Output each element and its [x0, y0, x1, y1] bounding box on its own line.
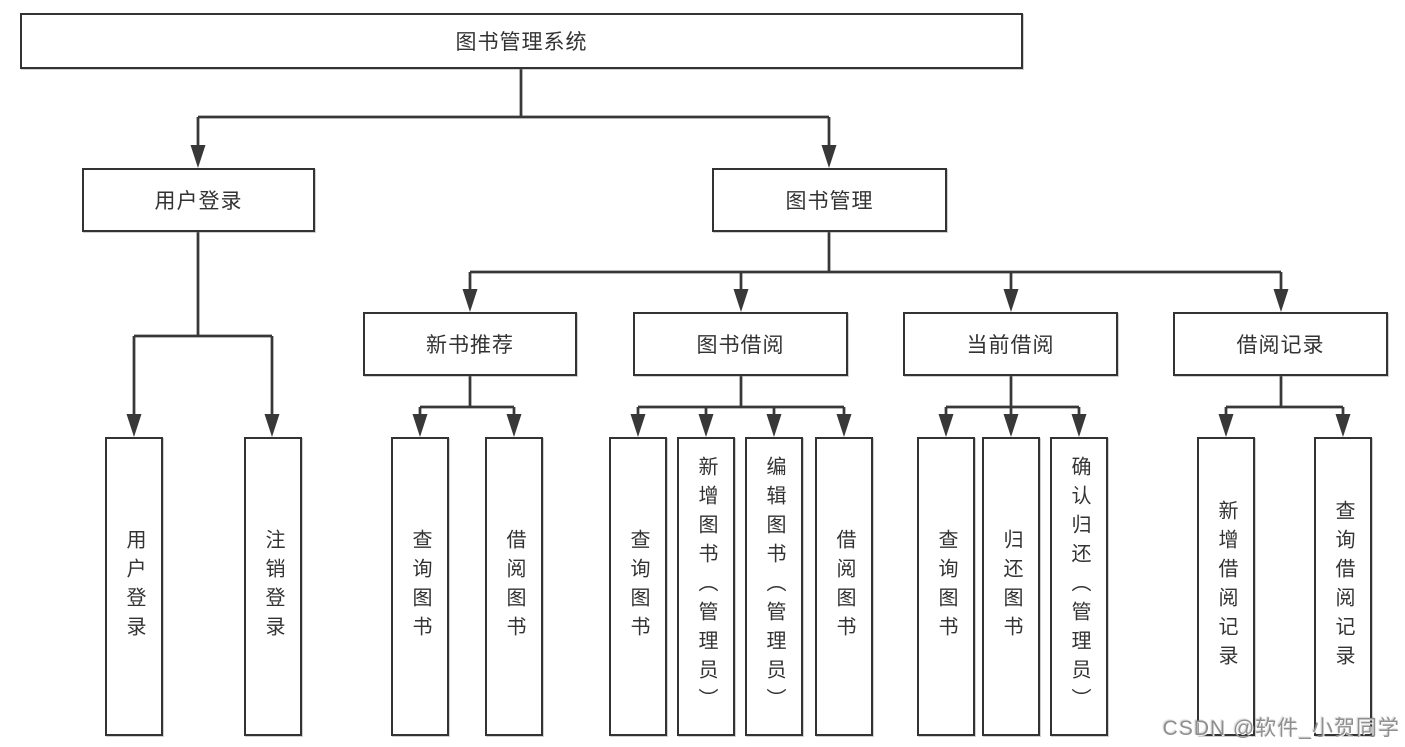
node-confirm-return-admin: 确认归还（管理员）	[1050, 437, 1108, 736]
node-query-books: 查询图书	[609, 437, 667, 736]
node-query-borrow-record: 查询借阅记录	[1314, 437, 1372, 736]
node-query-books: 查询图书	[391, 437, 449, 736]
node-add-books-admin: 新增图书（管理员）	[677, 437, 735, 736]
node-library-management-system: 图书管理系统	[20, 13, 1023, 69]
node-logout-action: 注销登录	[244, 437, 302, 736]
node-add-borrow-record: 新增借阅记录	[1197, 437, 1255, 736]
node-borrow-books: 借阅图书	[815, 437, 873, 736]
node-new-book-recommendation: 新书推荐	[363, 312, 577, 376]
node-edit-books-admin: 编辑图书（管理员）	[745, 437, 803, 736]
arrowhead-icons	[126, 145, 1351, 437]
node-current-borrowing: 当前借阅	[903, 312, 1118, 376]
node-borrowing-records: 借阅记录	[1173, 312, 1388, 376]
node-user-login-action: 用户登录	[105, 437, 163, 736]
node-book-borrowing: 图书借阅	[633, 312, 848, 376]
node-query-books: 查询图书	[917, 437, 975, 736]
node-user-login: 用户登录	[82, 168, 315, 232]
csdn-watermark: CSDN @软件_小贺同学	[1162, 717, 1400, 740]
node-book-management: 图书管理	[712, 168, 947, 232]
node-return-books: 归还图书	[982, 437, 1040, 736]
node-borrow-books: 借阅图书	[485, 437, 543, 736]
